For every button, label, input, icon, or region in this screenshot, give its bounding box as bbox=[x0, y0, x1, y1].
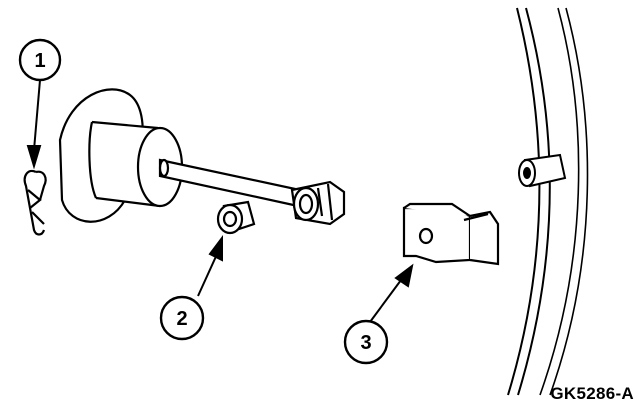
svg-text:1: 1 bbox=[34, 50, 45, 72]
retaining-clip bbox=[23, 169, 47, 236]
panel-stud bbox=[518, 153, 567, 188]
svg-text:3: 3 bbox=[360, 332, 371, 354]
figure-reference-code: GK5286-A bbox=[550, 384, 634, 403]
callout-1: 1 bbox=[18, 38, 62, 82]
svg-text:2: 2 bbox=[176, 308, 187, 330]
callout-3: 3 bbox=[343, 319, 389, 365]
callout-2: 2 bbox=[159, 295, 205, 341]
clip-bracket bbox=[402, 202, 500, 266]
leader-arrows bbox=[26, 79, 414, 323]
rod-end-fitting bbox=[290, 180, 346, 226]
panel-edge bbox=[507, 7, 589, 396]
bushing bbox=[216, 200, 256, 235]
